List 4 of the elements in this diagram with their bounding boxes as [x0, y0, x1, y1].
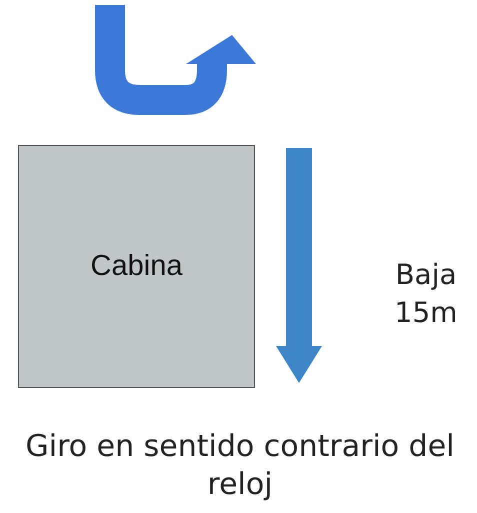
descent-label: Baja 15m: [394, 257, 458, 331]
rotation-note: Giro en sentido contrario del reloj: [24, 428, 456, 504]
cabin-box: [18, 145, 255, 388]
node-label: Cabina: [90, 250, 182, 283]
